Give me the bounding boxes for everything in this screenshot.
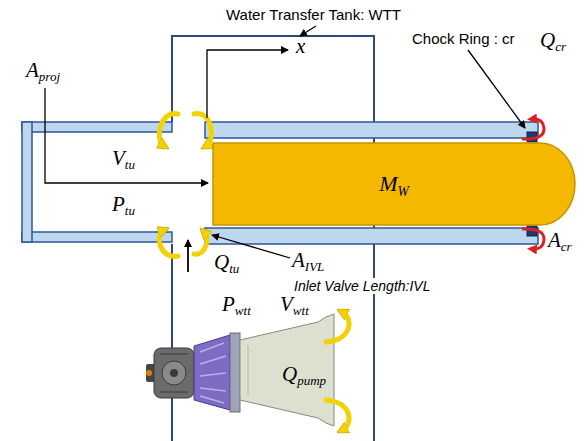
note-text: Inlet Valve Length:IVL bbox=[292, 278, 432, 294]
subscript: W bbox=[397, 184, 408, 199]
volume-symbol: Vtu bbox=[112, 146, 135, 170]
subscript: proj bbox=[39, 69, 60, 84]
pump-flow-arrow bbox=[326, 312, 349, 430]
subscript: wtt bbox=[235, 303, 251, 318]
subscript: tu bbox=[125, 203, 135, 218]
subscript: tu bbox=[229, 261, 239, 276]
subscript: pump bbox=[297, 373, 326, 388]
mass-symbol: MW bbox=[379, 171, 409, 196]
flow-symbol: Qcr bbox=[540, 28, 566, 52]
subscript: IVL bbox=[305, 259, 325, 274]
inflow-arrow bbox=[159, 114, 211, 257]
area-symbol: Aproj bbox=[26, 58, 60, 82]
subscript: cr bbox=[561, 239, 572, 254]
projectile-outline bbox=[213, 143, 575, 225]
tank-title: Water Transfer Tank: WTT bbox=[226, 6, 401, 23]
area-symbol: AIVL bbox=[292, 248, 324, 272]
pressure-symbol: Ptu bbox=[112, 192, 135, 216]
subscript: wtt bbox=[293, 303, 309, 318]
projectile-body: MW bbox=[212, 142, 576, 226]
pressure-symbol: Pwtt bbox=[222, 292, 251, 316]
flow-symbol: Qpump bbox=[282, 362, 326, 386]
axis-label: x bbox=[296, 34, 305, 58]
area-symbol: Acr bbox=[548, 228, 572, 252]
flow-symbol: Qtu bbox=[214, 250, 239, 274]
subscript: tu bbox=[125, 157, 135, 172]
part-name: Chock Ring : cr bbox=[412, 30, 515, 47]
pump-illustration bbox=[146, 314, 334, 426]
subscript: cr bbox=[555, 39, 566, 54]
volume-symbol: Vwtt bbox=[280, 292, 309, 316]
